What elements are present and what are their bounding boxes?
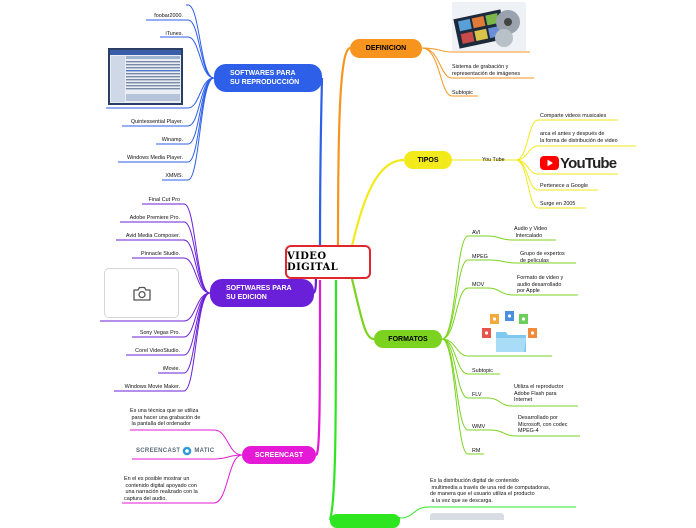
tipos-label: TIPOS (417, 156, 439, 164)
tipos-node[interactable]: TIPOS (404, 151, 452, 169)
screencast-node[interactable]: SCREENCAST (242, 446, 316, 464)
reproduccion-item-wmp: Windows Media Player. (126, 155, 183, 161)
formato-flv-detail: Utiliza el reproductor Adobe Flash para … (514, 384, 564, 403)
reproduccion-item-quintessential: Quintessential Player. (130, 119, 183, 125)
edicion-label: SOFTWARES PARA SU EDICION (226, 285, 292, 301)
reproduccion-item-winamp: Winamp. (161, 137, 183, 143)
reproduccion-node[interactable]: SOFTWARES PARA SU REPRODUCCIÓN (214, 64, 322, 92)
youtube-play-icon (540, 156, 559, 170)
bottom-description: Es la distribución digital de contenido … (430, 478, 551, 504)
formato-avi-detail: Audio y Video Intercalado (514, 226, 548, 239)
reproduccion-label: SOFTWARES PARA SU REPRODUCCIÓN (230, 70, 300, 86)
formato-flv: FLV (472, 392, 482, 398)
edicion-item-pinnacle: Pinnacle Studio. (141, 251, 180, 257)
tipos-item-distribucion: arca el antes y después de la forma de d… (540, 131, 618, 144)
screencast-label: SCREENCAST (254, 451, 304, 459)
reproduccion-item-xmms: XMMS. (165, 173, 183, 179)
edicion-node[interactable]: SOFTWARES PARA SU EDICION (210, 279, 314, 307)
formato-rm: RM (472, 448, 481, 454)
edicion-item-finalcut: Final Cut Pro (148, 197, 180, 203)
youtube-logo: YouTube (540, 154, 617, 172)
formato-mpeg-detail: Grupo de expertos de películas (520, 251, 565, 264)
formatos-node[interactable]: FORMATOS (374, 330, 442, 348)
tipos-item-google: Pertenece a Google (540, 183, 588, 189)
definicion-item-sistema: Sistema de grabación y representación de… (452, 64, 521, 77)
youtube-logo-text: YouTube (560, 154, 617, 172)
media-player-screenshot (108, 48, 183, 105)
definicion-item-subtopic: Subtopic (452, 90, 473, 96)
screencast-logo-right: MATIC (194, 448, 215, 454)
edicion-item-wmm: Windows Movie Maker. (124, 384, 180, 390)
formato-wmv: WMV (472, 424, 486, 430)
formatos-label: FORMATOS (388, 335, 428, 343)
bottom-node[interactable] (330, 514, 400, 528)
film-strip-image (452, 2, 526, 51)
screencast-item-contenido: En el es posible mostrar un contenido di… (124, 476, 198, 502)
edicion-item-imovie: iMovie. (162, 366, 180, 372)
edicion-item-vegas: Sony Vegas Pro. (139, 330, 180, 336)
reproduccion-item-foobar: foobar2000. (154, 13, 183, 19)
reproduccion-item-itunes: iTunes. (165, 31, 183, 37)
tipos-item-musicales: Comparte videos musicales (540, 113, 607, 119)
formato-subtopic: Subtopic (472, 368, 493, 374)
definicion-label: DEFINICION (365, 45, 407, 52)
screencast-matic-logo: SCREENCAST MATIC (136, 445, 214, 457)
formato-avi: AVI (472, 230, 481, 236)
edicion-item-corel: Corel VideoStudio. (135, 348, 180, 354)
camera-placeholder (104, 268, 179, 318)
folder-files-image (480, 310, 540, 354)
tipos-branch-youtube: You Tube (482, 157, 505, 163)
formato-wmv-detail: Desarrollado por Microsoft, con codec MP… (518, 415, 568, 434)
tipos-item-2005: Surge en 2005 (540, 201, 576, 207)
edicion-item-avid: Avid Media Composer. (125, 233, 180, 239)
screencast-item-tecnica: Es una técnica que se utiliza para hacer… (130, 408, 201, 427)
central-topic[interactable]: VIDEO DIGITAL (285, 245, 371, 279)
formato-mov-detail: Formato de video y audio desarrollado po… (517, 275, 564, 294)
screencast-logo-left: SCREENCAST (136, 448, 181, 454)
camera-icon (132, 286, 151, 301)
formato-mpeg: MPEG (472, 254, 488, 260)
edicion-item-premiere: Adobe Premiere Pro. (129, 215, 180, 221)
bottom-image (430, 513, 504, 520)
definicion-node[interactable]: DEFINICION (350, 39, 422, 58)
formato-mov: MOV (472, 282, 485, 288)
record-icon (183, 446, 192, 456)
